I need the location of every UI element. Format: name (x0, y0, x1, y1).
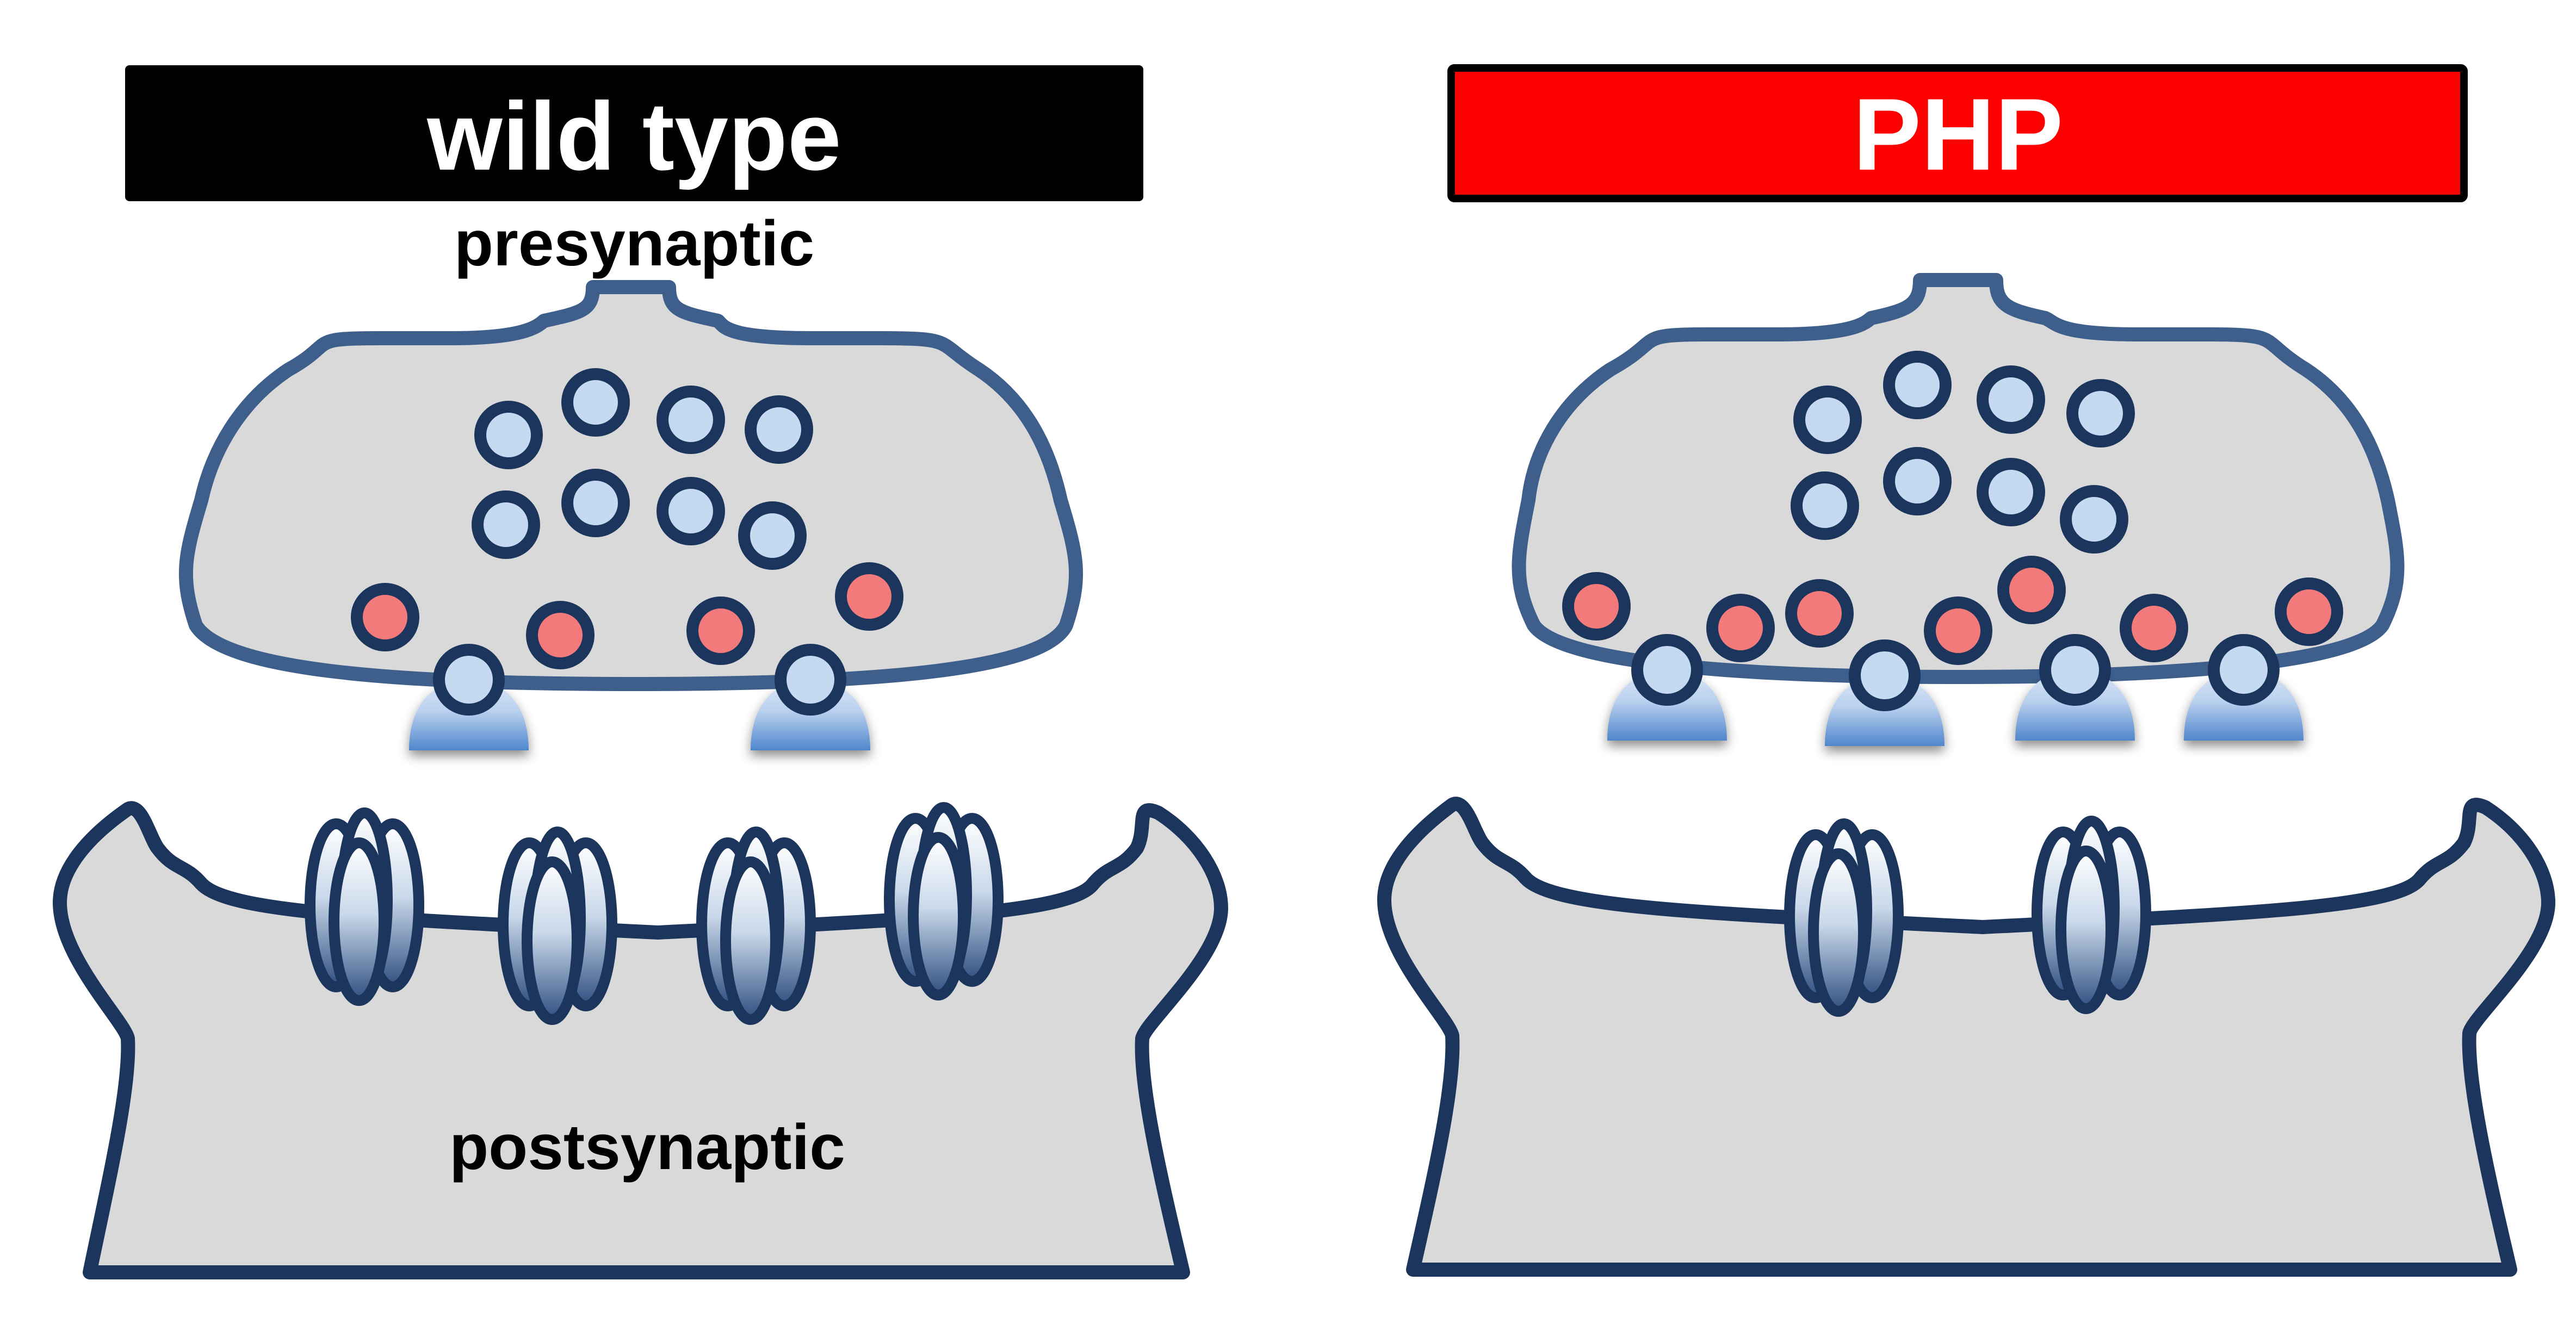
reserve-vesicle (1791, 471, 1859, 540)
calcium-channel (751, 644, 870, 750)
wild-type-postsynaptic-cell (53, 801, 1228, 1279)
ready-vesicle (526, 601, 595, 669)
calcium-channel (1607, 634, 1727, 741)
calcium-channel (1825, 639, 1945, 746)
php-title: PHP (1853, 77, 2064, 191)
ready-vesicle (686, 596, 755, 665)
calcium-channel (2015, 634, 2135, 741)
presynaptic-label: presynaptic (454, 208, 814, 279)
ready-vesicle (2120, 594, 2188, 662)
php-postsynaptic-cell (1377, 797, 2555, 1277)
receptor-cluster (498, 826, 617, 1025)
reserve-vesicle (1977, 365, 2045, 434)
panel-wild-type: wild type presynaptic (53, 65, 1228, 1279)
reserve-vesicle (561, 469, 630, 537)
wild-type-title-box (125, 65, 1143, 201)
receptor-cluster (2032, 816, 2151, 1014)
wild-type-calcium-channels (409, 644, 870, 750)
postsynaptic-label: postsynaptic (449, 1111, 845, 1183)
ready-vesicle (2275, 577, 2343, 646)
php-title-box (1447, 64, 2468, 202)
wild-type-title: wild type (426, 82, 841, 190)
ready-vesicle (1785, 579, 1854, 648)
wild-type-reserve-vesicles (472, 368, 813, 570)
php-calcium-channels (1607, 634, 2303, 746)
reserve-vesicle (657, 386, 725, 454)
receptor-cluster (1784, 818, 1904, 1017)
reserve-vesicle (657, 477, 725, 545)
panel-php: PHP (1377, 64, 2555, 1277)
ready-vesicle (1924, 596, 1992, 665)
reserve-vesicle (561, 368, 630, 437)
ready-vesicle (351, 583, 419, 651)
receptor-cluster (696, 826, 816, 1025)
ready-vesicle (835, 562, 903, 631)
reserve-vesicle (2066, 379, 2135, 448)
php-ready-vesicles (1562, 556, 2343, 665)
reserve-vesicle (2060, 485, 2128, 554)
reserve-vesicle (1793, 386, 1862, 454)
reserve-vesicle (738, 501, 807, 570)
receptor-cluster (884, 802, 1004, 1000)
php-presynaptic-terminal (1512, 273, 2405, 684)
reserve-vesicle (474, 401, 543, 469)
calcium-channel (409, 644, 529, 750)
wild-type-presynaptic-terminal (178, 280, 1083, 691)
reserve-vesicle (1883, 447, 1952, 515)
reserve-vesicle (472, 490, 540, 559)
php-receptor-clusters (1784, 816, 2151, 1017)
calcium-channel (2184, 634, 2303, 741)
reserve-vesicle (745, 395, 813, 464)
wild-type-ready-vesicles (351, 562, 903, 669)
ready-vesicle (1562, 572, 1631, 641)
reserve-vesicle (1883, 351, 1952, 419)
php-reserve-vesicles (1791, 351, 2135, 554)
ready-vesicle (1706, 594, 1775, 662)
ready-vesicle (1997, 556, 2066, 624)
receptor-cluster (305, 807, 424, 1006)
wild-type-receptor-clusters (305, 802, 1004, 1025)
reserve-vesicle (1977, 458, 2045, 526)
